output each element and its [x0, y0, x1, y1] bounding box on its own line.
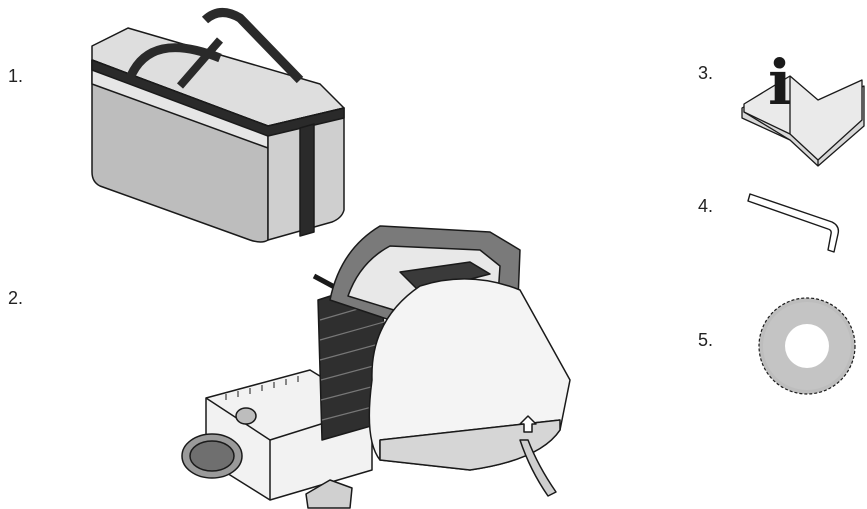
saw-machine-icon [182, 226, 570, 508]
hex-key-icon [748, 194, 838, 252]
manual-info-symbol: i [768, 46, 792, 119]
manual-book-icon [742, 76, 864, 166]
carrying-bag-icon [92, 12, 344, 242]
saw-blade-icon [759, 298, 855, 394]
